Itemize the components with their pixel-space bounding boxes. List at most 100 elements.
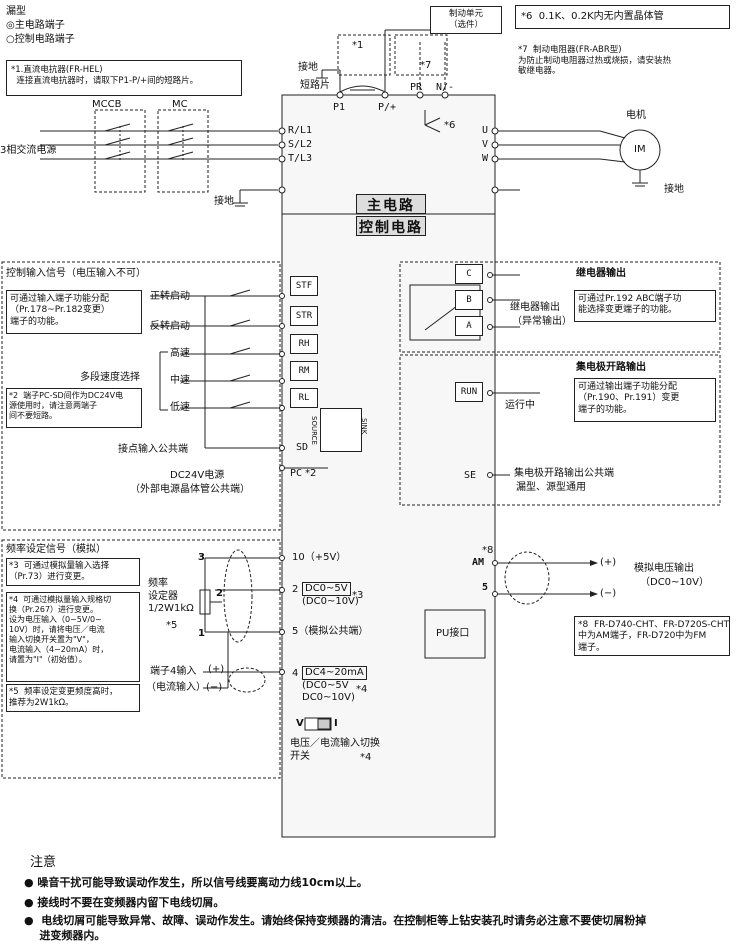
terminal-2-range-2: (DC0~10V) bbox=[302, 596, 359, 607]
freq-region bbox=[1, 539, 281, 779]
terminal-se: SE bbox=[464, 470, 477, 481]
low-speed-label: 低速 bbox=[170, 402, 190, 413]
term4-minus: (−) bbox=[206, 682, 223, 693]
relay-region bbox=[399, 261, 721, 353]
terminal-b: B bbox=[455, 290, 483, 310]
terminal-4-range-2: (DC0~5V bbox=[302, 680, 349, 691]
mc-box bbox=[157, 109, 209, 193]
ground-label-1: 接地 bbox=[214, 196, 234, 207]
star-1-label: *1 bbox=[352, 40, 364, 51]
footer-item-3: ● 电线切屑可能导致异常、故障、误动作发生。请始终保持变频器的清洁。在控制柜等上… bbox=[24, 914, 647, 942]
control-input-region bbox=[1, 261, 281, 531]
terminal-n: N/- bbox=[436, 82, 455, 93]
terminal-pc: PC bbox=[290, 468, 303, 479]
relay-output-label: 继电器输出 bbox=[510, 302, 560, 313]
terminal-pc-star: *2 bbox=[305, 468, 317, 479]
terminal-5-out: 5 bbox=[482, 582, 489, 593]
legend-main-terminal: ◎主电路端子 bbox=[6, 20, 65, 31]
note-8: *8 FR-D740-CHT、FR-D720S-CHT 中为AM端子，FR-D7… bbox=[574, 616, 730, 656]
relay-fault-label: （异常输出） bbox=[512, 316, 572, 327]
control-input-heading: 控制输入信号（电压输入不可） bbox=[6, 268, 146, 279]
terminal-run: RUN bbox=[455, 382, 483, 402]
note-6: *6 0.1K、0.2K内无内置晶体管 bbox=[515, 5, 730, 29]
relay-func-note: 可通过Pr.192 ABC端子功 能选择变更端子的功能。 bbox=[574, 290, 716, 322]
terminal-rh: RH bbox=[290, 334, 318, 354]
terminal-w: W bbox=[482, 153, 489, 164]
note-4: *4 可通过模拟量输入规格切 换（Pr.267）进行变更。 设为电压输入（0~5… bbox=[6, 592, 140, 682]
mc-label: MC bbox=[172, 99, 188, 110]
high-speed-label: 高速 bbox=[170, 348, 190, 359]
freq-setter-label: 频率 设定器 1/2W1kΩ bbox=[148, 578, 194, 614]
star-6-label: *6 bbox=[444, 120, 456, 131]
reverse-start-label: 反转启动 bbox=[150, 321, 190, 332]
legend-heading: 漏型 bbox=[6, 6, 26, 17]
ground-label-3: 接地 bbox=[664, 184, 684, 195]
dc24v-sub-label: （外部电源晶体管公共端） bbox=[130, 484, 250, 495]
legend-control-terminal: ○控制电路端子 bbox=[6, 34, 75, 45]
sink-label: SINK bbox=[360, 418, 368, 435]
terminal-c: C bbox=[455, 264, 483, 284]
se-label: 集电极开路输出公共端 bbox=[514, 468, 614, 479]
switch-i-label: I bbox=[334, 718, 338, 729]
terminal-10: 10（+5V） bbox=[292, 552, 347, 563]
terminal-v: V bbox=[482, 139, 489, 150]
mccb-label: MCCB bbox=[92, 99, 122, 110]
source-sink-switch bbox=[320, 408, 362, 452]
freq-heading: 频率设定信号（模拟） bbox=[6, 544, 106, 555]
note-7: *7 制动电阻器(FR-ABR型) 为防止制动电阻器过热或烧损，请安装热 敏继电… bbox=[518, 45, 672, 77]
analog-out-range: （DC0~10V） bbox=[640, 577, 709, 588]
current-input-label: （电流输入） bbox=[146, 682, 206, 693]
terminal-rl: RL bbox=[290, 388, 318, 408]
source-label: SOURCE bbox=[310, 416, 318, 445]
se-label-2: 漏型、源型通用 bbox=[516, 482, 586, 493]
oc-func-note: 可通过输出端子功能分配 （Pr.190、Pr.191）变更 端子的功能。 bbox=[574, 378, 716, 422]
analog-out-minus: (−) bbox=[600, 588, 617, 599]
star-7-label: *7 bbox=[420, 60, 432, 71]
terminal-str: STR bbox=[290, 306, 318, 326]
contact-common-label: 接点输入公共端 bbox=[118, 444, 188, 455]
terminal-2: 2 bbox=[292, 584, 299, 595]
oc-heading: 集电极开路输出 bbox=[576, 362, 646, 373]
switch-label: 电压／电流输入切换 开关 bbox=[290, 738, 380, 762]
terminal-rm: RM bbox=[290, 361, 318, 381]
ground-label-2: 接地 bbox=[298, 62, 318, 73]
terminal-2-range-1: DC0~5V bbox=[302, 582, 351, 596]
dc24v-label: DC24V电源 bbox=[170, 470, 225, 481]
terminal-pr: PR bbox=[410, 82, 423, 93]
terminal-t: T/L3 bbox=[288, 153, 313, 164]
mid-speed-label: 中速 bbox=[170, 375, 190, 386]
terminal-s: S/L2 bbox=[288, 139, 313, 150]
terminal-u: U bbox=[482, 125, 489, 136]
terminal-am: AM bbox=[472, 557, 485, 568]
motor-im-label: IM bbox=[634, 144, 646, 155]
multi-speed-label: 多段速度选择 bbox=[80, 372, 140, 383]
pot-pin-2: 2 bbox=[216, 588, 223, 599]
input-func-note: 可通过输入端子功能分配 （Pr.178~Pr.182变更） 端子的功能。 bbox=[6, 290, 142, 334]
switch-star: *4 bbox=[360, 752, 372, 763]
note-2: *2 端子PC-SD间作为DC24V电 源使用时，请注意两端子 间不要短路。 bbox=[6, 388, 142, 428]
relay-heading: 继电器输出 bbox=[576, 268, 626, 279]
footer-heading: 注意 bbox=[30, 855, 57, 870]
analog-out-plus: (+) bbox=[600, 557, 617, 568]
control-circuit-title: 控制电路 bbox=[356, 216, 426, 236]
power-source-label: 3相交流电源 bbox=[0, 145, 57, 156]
note-3: *3 可通过模拟量输入选择 （Pr.73）进行变更。 bbox=[6, 558, 140, 586]
terminal-sd: SD bbox=[296, 442, 309, 453]
oc-region bbox=[399, 354, 721, 506]
shorting-bar-label: 短路片 bbox=[300, 80, 330, 91]
star-5-label: *5 bbox=[166, 620, 178, 631]
terminal-4-star: *4 bbox=[356, 684, 368, 695]
terminal-pp: P/+ bbox=[378, 102, 397, 113]
footer-item-2: ● 接线时不要在变频器内留下电线切屑。 bbox=[24, 896, 225, 909]
terminal-p1: P1 bbox=[333, 102, 346, 113]
mccb-box bbox=[94, 109, 146, 193]
terminal-4-range-3: DC0~10V) bbox=[302, 692, 355, 703]
terminal-am-star: *8 bbox=[482, 545, 494, 556]
terminal-a: A bbox=[455, 316, 483, 336]
main-circuit-title: 主电路 bbox=[356, 194, 426, 214]
analog-out-label: 模拟电压输出 bbox=[634, 563, 694, 574]
switch-v-label: V bbox=[296, 718, 304, 729]
terminal-4-range-1: DC4~20mA bbox=[302, 666, 367, 680]
term4-plus: (+) bbox=[208, 664, 225, 675]
